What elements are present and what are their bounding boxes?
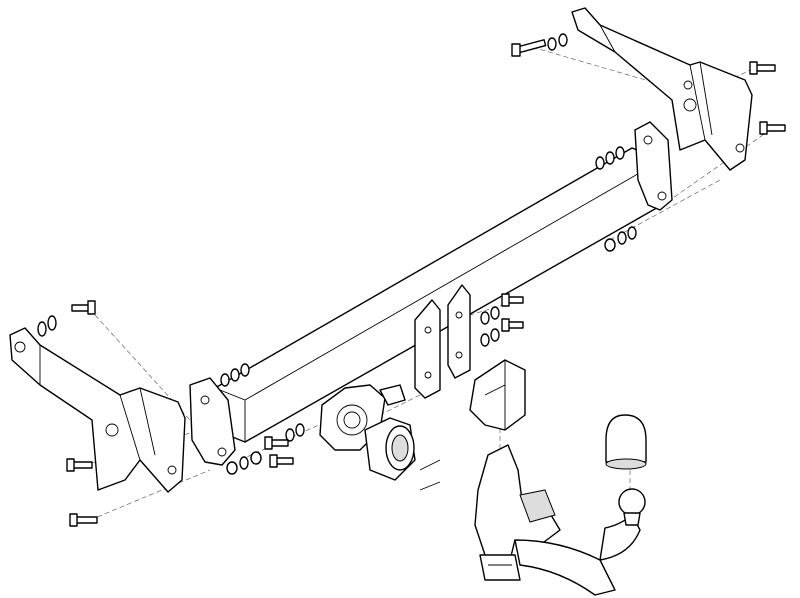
bolt: [69, 513, 98, 527]
bolt: [269, 454, 294, 468]
tow-ball: [618, 488, 646, 526]
bolt: [511, 39, 547, 57]
washer: [558, 33, 568, 47]
screw: [419, 459, 441, 491]
centre-brackets: [414, 284, 471, 399]
tow-ball-cap: [605, 414, 647, 470]
washer-set: [220, 146, 637, 475]
washer: [47, 315, 57, 331]
bolt: [501, 293, 524, 307]
electrical-socket: [364, 417, 416, 481]
right-mounting-bracket: [571, 7, 753, 171]
bolt: [749, 61, 776, 75]
fasteners: [37, 33, 786, 527]
bolt: [264, 436, 289, 450]
main-crossbar: [189, 121, 673, 466]
towbar-neck-assembly: [474, 444, 641, 596]
bolt: [759, 121, 786, 135]
washer: [37, 321, 47, 337]
bolt: [501, 318, 524, 332]
washer: [547, 37, 557, 51]
bolt: [71, 300, 96, 315]
ecu-bracket: [469, 359, 526, 431]
left-mounting-bracket: [9, 327, 186, 493]
bolt: [66, 458, 93, 472]
